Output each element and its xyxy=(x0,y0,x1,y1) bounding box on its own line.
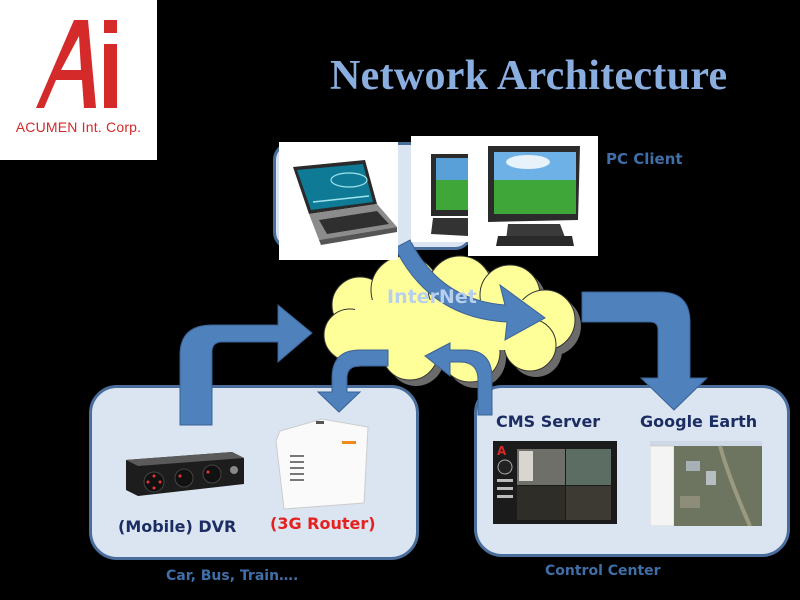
company-logo: ACUMEN Int. Corp. xyxy=(0,0,157,160)
pc-client-label: PC Client xyxy=(606,150,683,168)
internet-label: InterNet xyxy=(387,286,477,308)
svg-text:A: A xyxy=(497,444,507,458)
monitor-image xyxy=(468,136,598,256)
mobile-dvr-image xyxy=(124,450,246,498)
arrow-pc-to-internet xyxy=(394,239,546,341)
cms-server-label: CMS Server xyxy=(496,412,601,431)
cms-screen-icon: A xyxy=(493,441,617,524)
mobile-dvr-label: (Mobile) DVR xyxy=(118,517,237,536)
monitor-icon xyxy=(488,146,580,246)
laptop-icon xyxy=(293,160,397,245)
google-earth-screenshot xyxy=(649,441,762,527)
arrow-internet-to-control-center xyxy=(581,291,709,411)
control-center-caption: Control Center xyxy=(545,563,661,579)
ai-logo-mark xyxy=(36,20,117,108)
laptop-image xyxy=(279,142,398,260)
monitor-icon xyxy=(431,154,468,236)
google-earth-label: Google Earth xyxy=(640,412,758,431)
monitor-image xyxy=(411,136,468,242)
cms-server-screenshot: A xyxy=(493,441,617,524)
google-earth-map-icon xyxy=(649,441,762,527)
company-name: ACUMEN Int. Corp. xyxy=(15,119,142,135)
3g-router-image xyxy=(272,411,372,511)
router-icon xyxy=(275,418,369,510)
arrow-control-center-to-internet xyxy=(424,342,493,416)
page-title: Network Architecture xyxy=(330,53,728,99)
vehicle-caption: Car, Bus, Train…. xyxy=(166,568,299,584)
arrow-internet-to-router xyxy=(316,349,389,413)
dvr-icon xyxy=(126,452,244,496)
3g-router-label: (3G Router) xyxy=(270,514,376,533)
arrow-vehicle-to-internet xyxy=(179,303,313,426)
